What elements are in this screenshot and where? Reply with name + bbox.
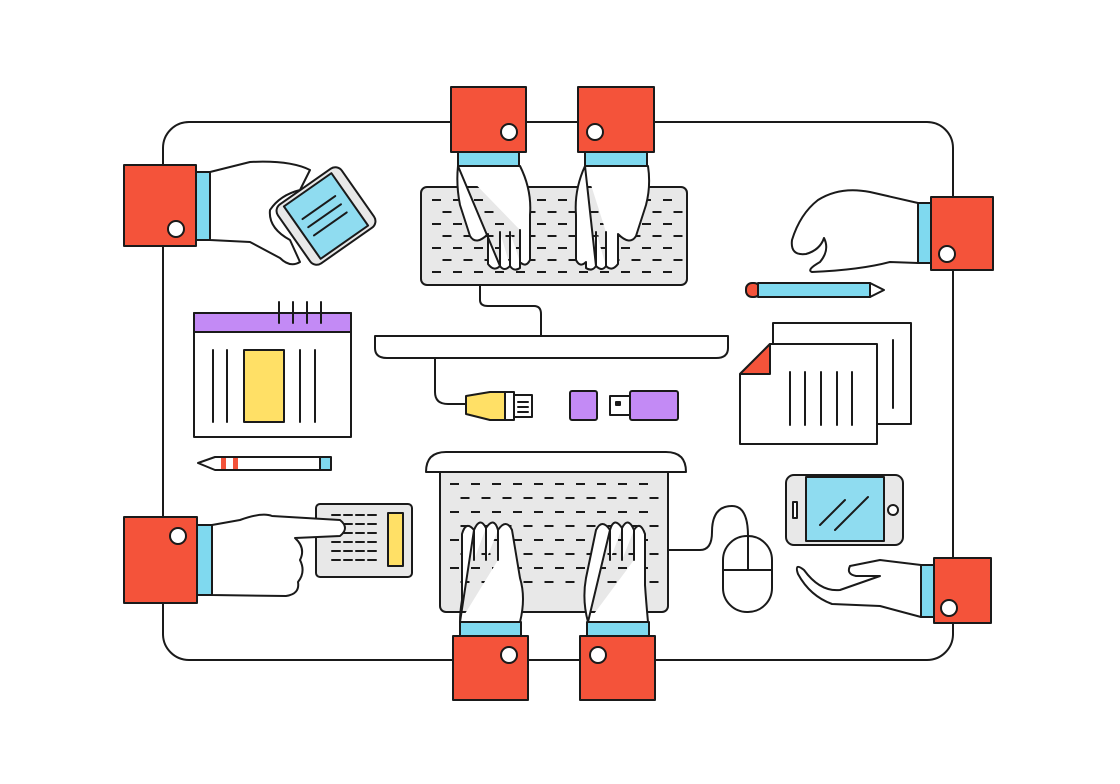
cuff-left-bottom [123,516,213,604]
hand [795,559,922,618]
hand [583,521,649,623]
pencil-icon [745,282,885,298]
cuff-top-right [577,86,655,167]
hand [209,160,311,266]
hand-icons [209,160,922,623]
calculator-icon [315,503,413,578]
hand [211,513,346,597]
mouse-icon [722,535,773,613]
cuff-top-left [450,86,527,167]
cuff-bottom-right [579,621,656,701]
cuff-left-top [123,164,211,247]
hand [456,165,532,271]
cuffs [123,86,994,701]
cuff-right-top [917,196,994,271]
hand [790,189,919,273]
document-icon [739,322,912,445]
smartphone-icon [785,474,904,546]
ethernet-plug-icon [465,391,533,421]
cuff-right-bottom [920,557,992,624]
hand [459,521,524,623]
usb-drive-icon [569,390,679,421]
calendar-icon [193,301,352,438]
tablet-phone-icon [275,166,377,266]
hand [574,165,651,271]
monitor-icon [374,335,729,405]
pen-icon [197,456,332,471]
cuff-bottom-left [452,621,529,701]
